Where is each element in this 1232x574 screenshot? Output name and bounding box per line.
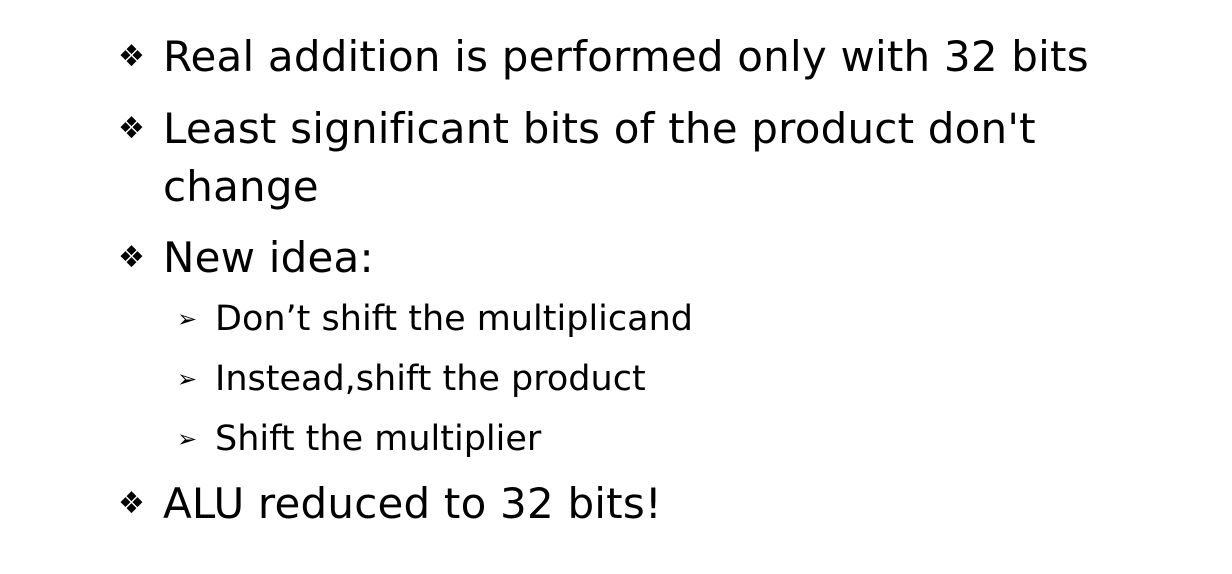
bullet-alu-reduced: ❖ ALU reduced to 32 bits! bbox=[118, 475, 662, 533]
bullet-text: ALU reduced to 32 bits! bbox=[163, 479, 662, 528]
diamond-bullet-icon: ❖ bbox=[118, 486, 145, 521]
subbullet-shift-multiplier: ➢ Shift the multiplier bbox=[177, 414, 541, 464]
arrow-bullet-icon: ➢ bbox=[177, 425, 198, 453]
diamond-bullet-icon: ❖ bbox=[118, 39, 145, 74]
bullet-text: Least significant bits of the product do… bbox=[163, 104, 1036, 211]
bullet-text: Real addition is performed only with 32 … bbox=[163, 32, 1089, 81]
diamond-bullet-icon: ❖ bbox=[118, 111, 145, 146]
arrow-bullet-icon: ➢ bbox=[177, 365, 198, 393]
bullet-text: Shift the multiplier bbox=[215, 419, 542, 459]
bullet-text: New idea: bbox=[163, 233, 374, 282]
bullet-new-idea: ❖ New idea: bbox=[118, 229, 374, 287]
bullet-text: Don’t shift the multiplicand bbox=[215, 299, 693, 339]
bullet-text: Instead,shift the product bbox=[215, 359, 646, 399]
subbullet-dont-shift-multiplicand: ➢ Don’t shift the multiplicand bbox=[177, 294, 693, 344]
bullet-real-addition: ❖ Real addition is performed only with 3… bbox=[118, 28, 1089, 86]
bullet-least-significant-bits: ❖ Least significant bits of the product … bbox=[118, 100, 1123, 216]
subbullet-shift-product: ➢ Instead,shift the product bbox=[177, 354, 646, 404]
arrow-bullet-icon: ➢ bbox=[177, 305, 198, 333]
diamond-bullet-icon: ❖ bbox=[118, 240, 145, 275]
